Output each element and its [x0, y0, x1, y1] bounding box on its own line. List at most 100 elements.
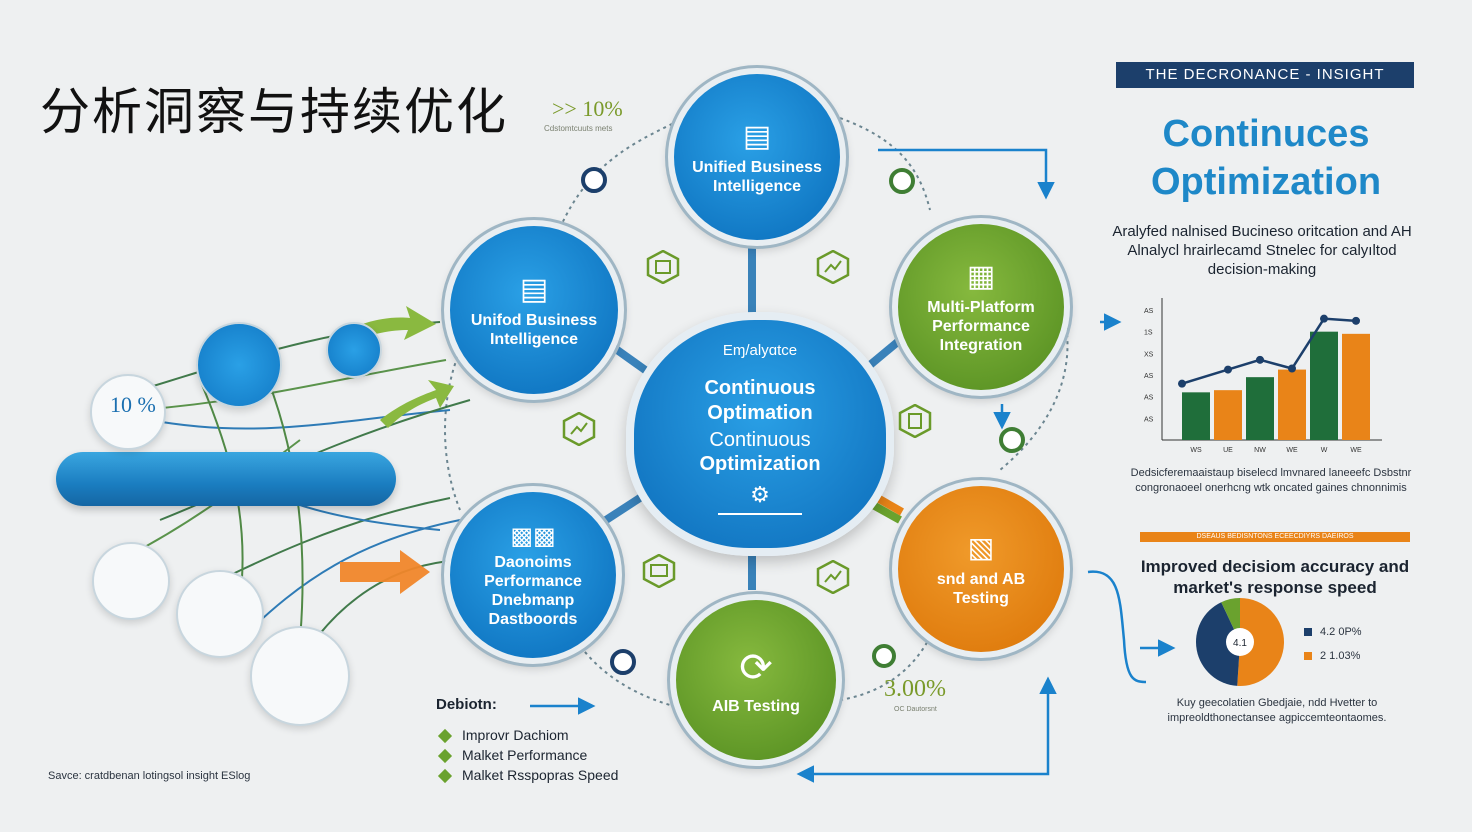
node-unified-business-intelligence-top[interactable]: ▤ Unified Business Intelligence: [665, 65, 849, 249]
bottom-right-caption: Kuy geecolatien Gbedjaie, ndd Hvetter to…: [1167, 697, 1387, 724]
ring-nodes: [581, 167, 1025, 675]
center-continuous-optimization[interactable]: Eɱ/alyɑtce Continuous Optimation Continu…: [626, 312, 894, 556]
hex-chart-icon: [646, 249, 680, 285]
right-panel-title: Continuces Optimization: [1150, 113, 1382, 203]
insight-banner: THE DECRONANCE - INSIGHT: [1116, 62, 1414, 88]
node-label: Daonoims Performance Dnebmanp Dastboords: [484, 553, 582, 628]
y-tick-label: AS: [1144, 308, 1154, 315]
device-icon-circle: [250, 626, 350, 726]
bar-chart: AS AS AS XS 1S AS WS UE NW WE W WE: [1144, 298, 1382, 454]
blue-arrows: [530, 148, 1176, 783]
data-pipeline: [56, 452, 396, 506]
debiom-item-label: Malket Performance: [462, 747, 588, 763]
page-title: 分析洞察与持续优化: [40, 83, 508, 141]
debiom-item: Malket Rsspopras Speed: [437, 767, 619, 784]
legend-swatch: [1304, 628, 1312, 637]
bar: [1310, 331, 1338, 440]
diamond-bullet-icon: [437, 749, 453, 764]
orange-divider: DSEAUS BEDISNTONS ECEECDIYRS DAEIROS: [1140, 532, 1410, 542]
pie-legend-item: 4.2 0P%: [1304, 626, 1362, 638]
debiom-item: Malket Performance: [437, 747, 588, 764]
x-tick-label: WE: [1350, 447, 1362, 454]
diamond-bullet-icon: [437, 769, 453, 784]
center-subtitle: Eɱ/alyɑtce: [722, 342, 798, 359]
hex-graph-icon: [816, 559, 850, 595]
debiom-title: Debiotn:: [436, 696, 497, 713]
source-note: Savce: cratdbenan lotingsol insight ESlo…: [48, 770, 251, 782]
pie-center-label: 4.1: [1233, 638, 1247, 649]
debiom-item: Imрrоvr Dachiom: [437, 727, 569, 744]
bar: [1182, 392, 1210, 440]
node-label: AIB Testing: [712, 697, 800, 715]
x-tick-label: NW: [1254, 447, 1266, 454]
right-panel-description: Aralyfed nalnised Bucineso oritcation an…: [1112, 223, 1412, 278]
debiom-item-label: Malket Rsspopras Speed: [462, 767, 619, 783]
hex-dashboard-icon: [816, 249, 850, 285]
diamond-bullet-icon: [437, 729, 453, 744]
grid-icon-circle: [326, 322, 382, 378]
trend-point: [1288, 364, 1296, 373]
legend-swatch: [1304, 652, 1312, 661]
stat-top-value: >> 10%: [552, 96, 623, 121]
trend-point: [1256, 355, 1264, 364]
legend-label: 4.2 0P%: [1320, 626, 1362, 638]
analytics-icon-circle: [92, 542, 170, 620]
center-line2a: Continuous: [709, 429, 811, 451]
orange-flow-arrow: [340, 550, 430, 594]
gear-icon: ⚙: [750, 482, 770, 507]
x-tick-label: WE: [1286, 447, 1298, 454]
trend-line: [1181, 317, 1357, 385]
pie-chart: 4.1: [1196, 597, 1285, 686]
y-tick-label: AS: [1144, 395, 1154, 402]
trend-point: [1352, 316, 1360, 325]
node-ab-testing-green[interactable]: ⟳ AIB Testing: [667, 591, 845, 769]
node-label: Unifod Business Intelligence: [470, 311, 598, 348]
bar: [1278, 369, 1306, 440]
stat-bottom-caption: ОС Dautorsnt: [894, 706, 937, 713]
database-icon: ▤: [742, 119, 772, 153]
pie-slice-navy: [1196, 602, 1240, 686]
server-icon: ▦: [966, 260, 996, 293]
hex-document-icon: [898, 403, 932, 439]
y-tick-label: AS: [1144, 416, 1154, 423]
trend-point: [1224, 365, 1232, 374]
y-tick-label: AS: [1144, 373, 1154, 380]
percent-label: 10 %: [110, 392, 156, 417]
node-label: Multi-Platform Performance Integration: [927, 299, 1035, 354]
check-cycle-icon: ⟳: [739, 645, 773, 690]
node-multi-platform-performance-integration[interactable]: ▦ Multi-Platform Performance Integration: [889, 215, 1073, 399]
improved-accuracy-heading: Improved decisiom accuracy and market's …: [1140, 557, 1410, 597]
pie-legend-item: 2 1.03%: [1304, 650, 1360, 662]
node-performance-dashboards[interactable]: ▩▩ Daonoims Performance Dnebmanp Dastboo…: [441, 483, 625, 667]
node-label: snd and AB Testing: [936, 570, 1026, 607]
stat-bottom-value: 3.00%: [884, 676, 946, 702]
pie-center: [1226, 628, 1254, 656]
node-unified-business-intelligence-left[interactable]: ▤ Unifod Business Intelligence: [441, 217, 627, 403]
center-divider: [718, 513, 802, 515]
chart-caption: Dedsicferemaaistaup biselecd lmvnared la…: [1130, 467, 1412, 494]
center-line2b: Optimization: [699, 453, 821, 475]
x-tick-label: W: [1321, 447, 1328, 454]
x-tick-label: WS: [1190, 447, 1202, 454]
y-tick-label: 1S: [1144, 330, 1153, 337]
node-ab-testing-orange[interactable]: ▧ snd and AB Testing: [889, 477, 1073, 661]
hex-trend-icon: [562, 411, 596, 447]
dashboard-icon-circle: [176, 570, 264, 658]
x-tick-label: UE: [1223, 447, 1233, 454]
trend-point: [1178, 379, 1186, 388]
center-line1b: Optimation: [707, 402, 813, 424]
network-icon-circle: [196, 322, 282, 408]
building-icon: ▧: [967, 531, 995, 563]
database-icon: ▤: [519, 272, 549, 306]
legend-label: 2 1.03%: [1320, 650, 1361, 662]
bar-chart-icon: ▩▩: [510, 522, 556, 550]
node-label: Unified Business Intelligence: [692, 158, 822, 195]
trend-point: [1320, 314, 1328, 323]
debiom-item-label: Imрrоvr Dachiom: [462, 727, 569, 743]
y-tick-label: XS: [1144, 351, 1154, 358]
percent-icon-circle: [90, 374, 166, 450]
stat-top-caption: Cdstomtcuuts mets: [544, 124, 613, 133]
bar: [1246, 377, 1274, 440]
center-line1a: Continuous: [704, 377, 816, 399]
